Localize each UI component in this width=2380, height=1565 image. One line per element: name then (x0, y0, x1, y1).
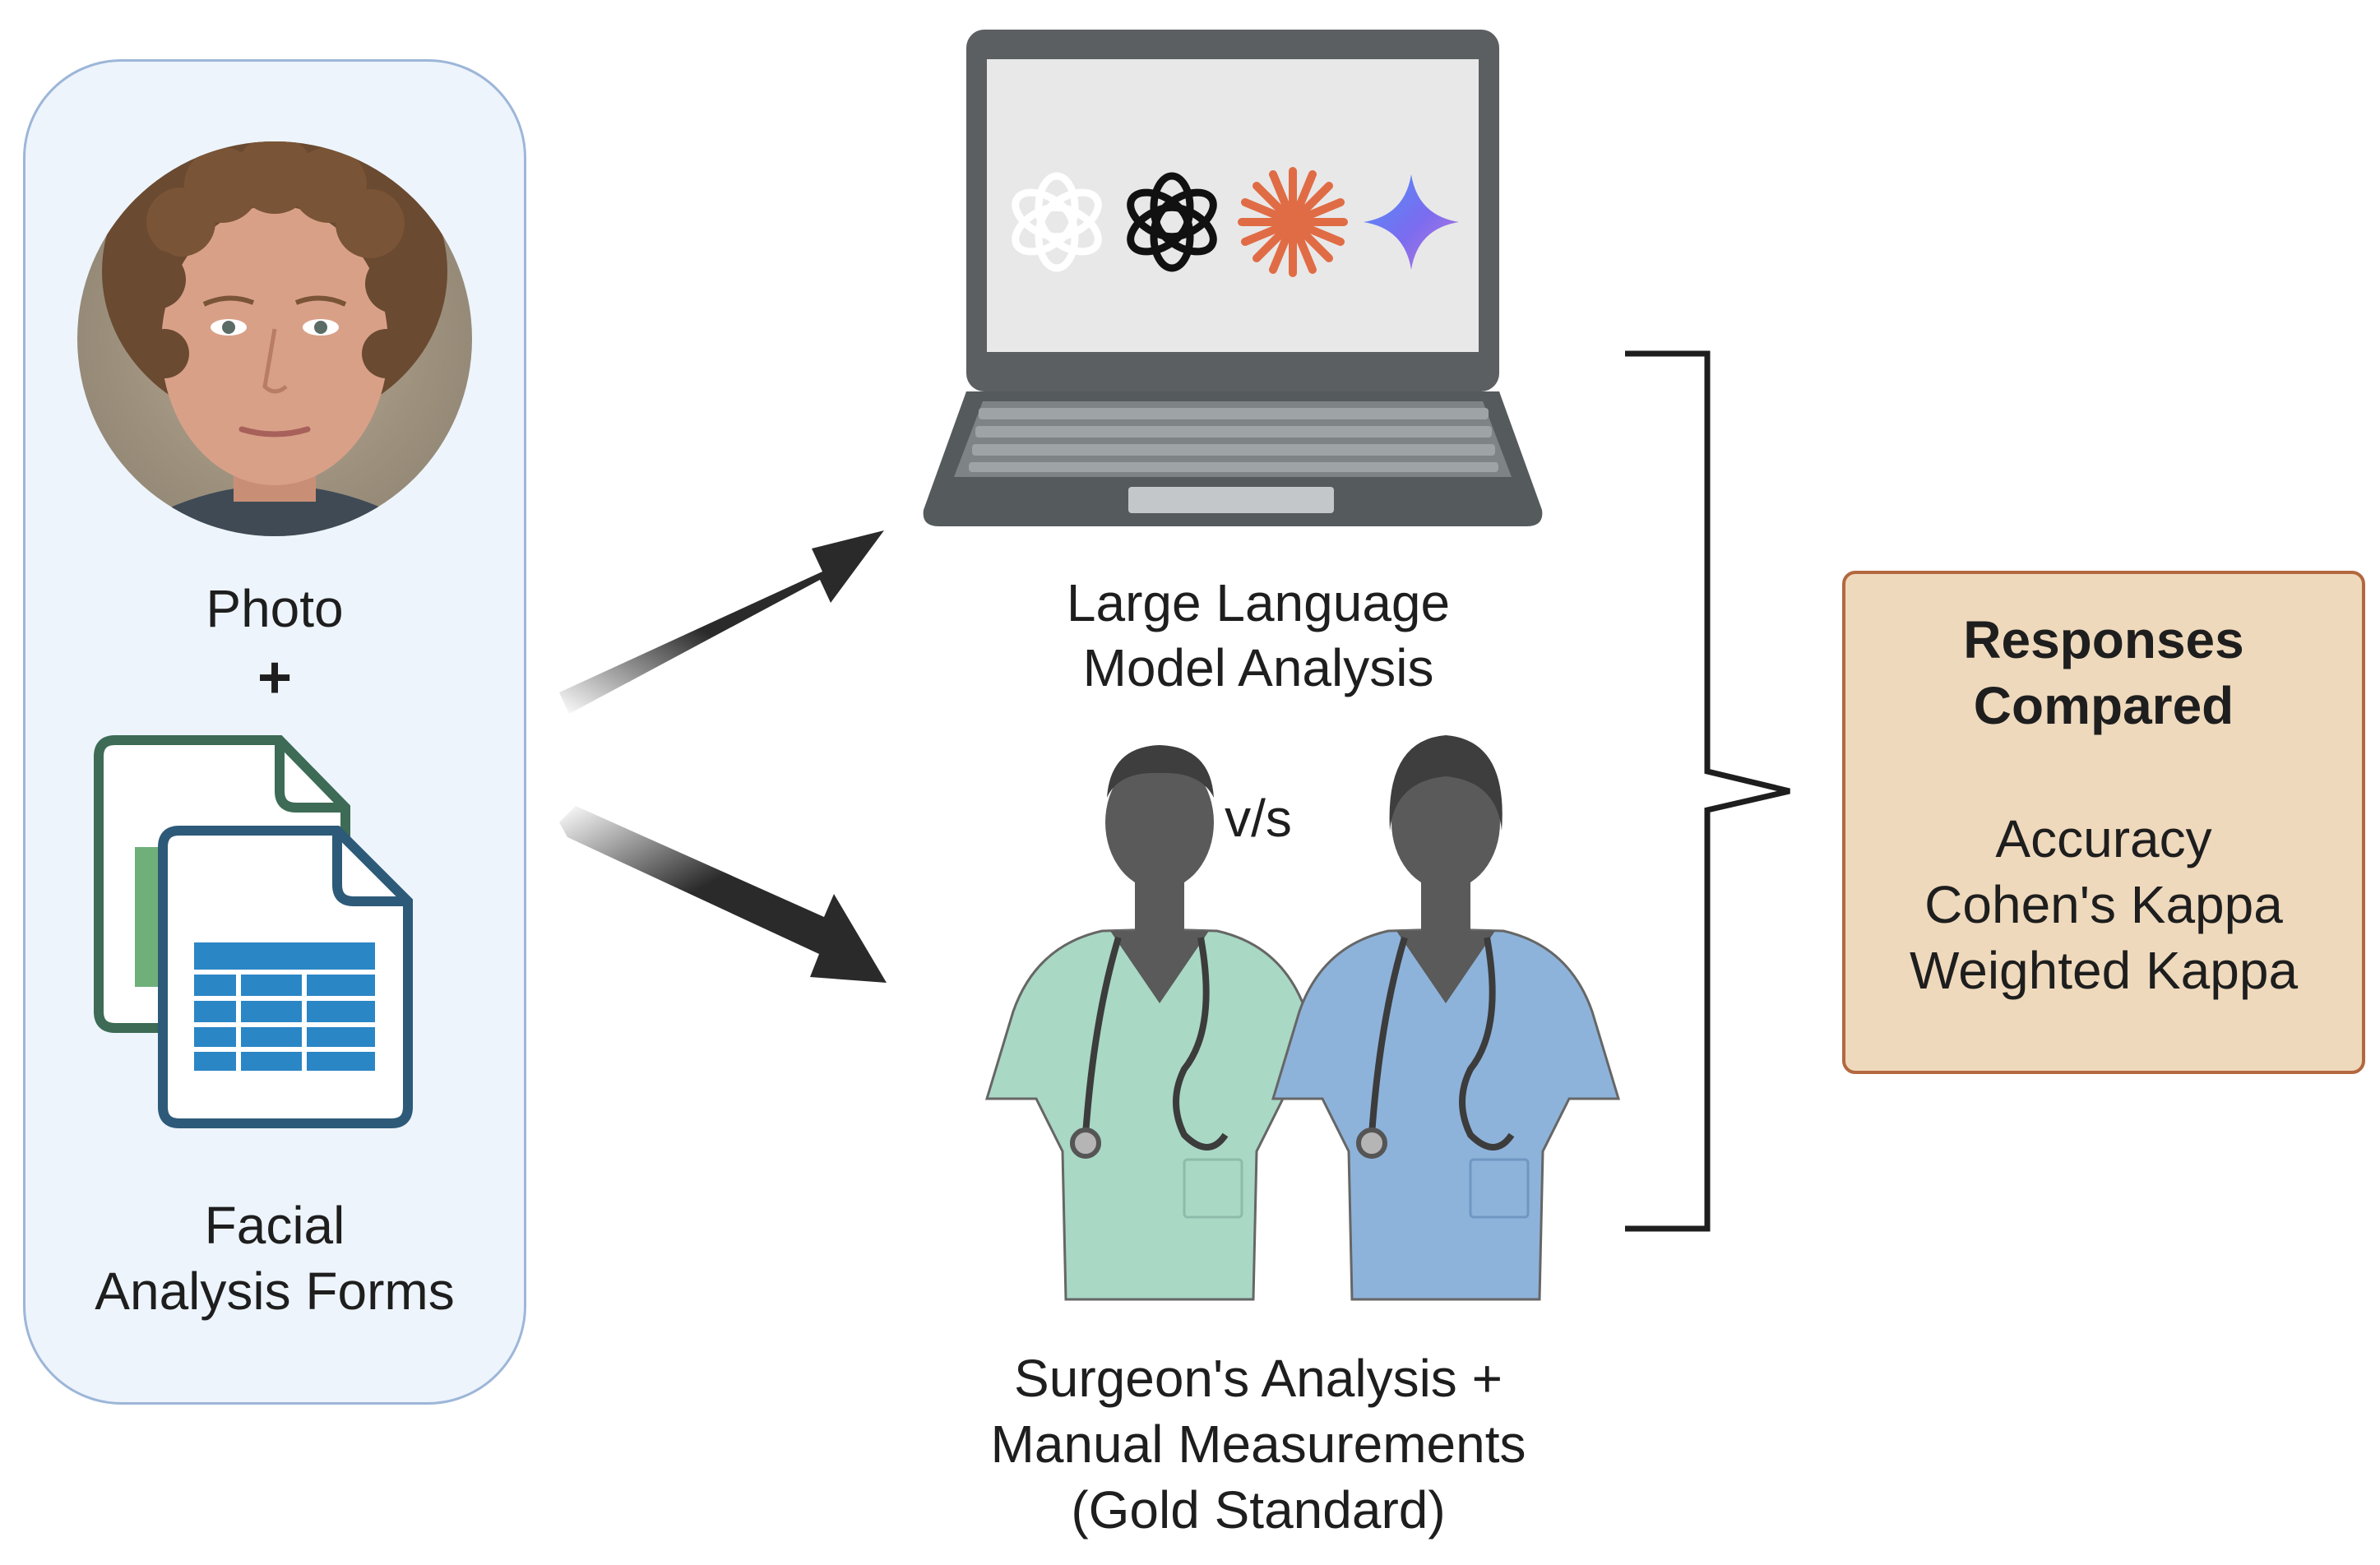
metric-weighted-kappa: Weighted Kappa (1909, 941, 2299, 1000)
surgeon-label-line3: (Gold Standard) (1071, 1480, 1446, 1540)
photo-label: Photo (206, 579, 344, 638)
surgeon-label-line1: Surgeon's Analysis + (1014, 1349, 1503, 1408)
surgeon-figure (984, 745, 1335, 1301)
forms-label-line1: Facial (204, 1196, 345, 1255)
gemini-logo-icon (1364, 174, 1459, 270)
laptop-icon (923, 30, 1543, 526)
arrow-to-surgeons (559, 806, 887, 983)
spreadsheet-forms-icon (94, 735, 413, 1128)
surgeon-label-line2: Manual Measurements (990, 1415, 1526, 1474)
openai-logo-icon (1012, 172, 1102, 272)
face-photo (77, 141, 472, 536)
responses-compared-box: Responses Compared Accuracy Cohen's Kapp… (1842, 571, 2365, 1074)
result-title: Responses Compared (1845, 607, 2362, 739)
arrow-to-llm (559, 530, 884, 714)
metric-accuracy: Accuracy (1995, 809, 2212, 868)
metric-cohens-kappa: Cohen's Kappa (1924, 875, 2283, 934)
llm-label-line1: Large Language (1066, 573, 1451, 632)
metrics-list: Accuracy Cohen's Kappa Weighted Kappa (1845, 806, 2362, 1003)
claude-logo-icon (1238, 167, 1348, 277)
openai-logo-icon (1127, 172, 1217, 272)
surgeon-figure (1271, 735, 1621, 1301)
comparison-bracket (1625, 350, 1790, 1232)
result-title-line1: Responses (1963, 610, 2244, 669)
forms-label-line2: Analysis Forms (95, 1262, 455, 1321)
result-title-line2: Compared (1973, 676, 2234, 735)
plus-sign: + (257, 645, 293, 711)
versus-label: v/s (1225, 789, 1292, 848)
llm-label-line2: Model Analysis (1082, 638, 1434, 697)
